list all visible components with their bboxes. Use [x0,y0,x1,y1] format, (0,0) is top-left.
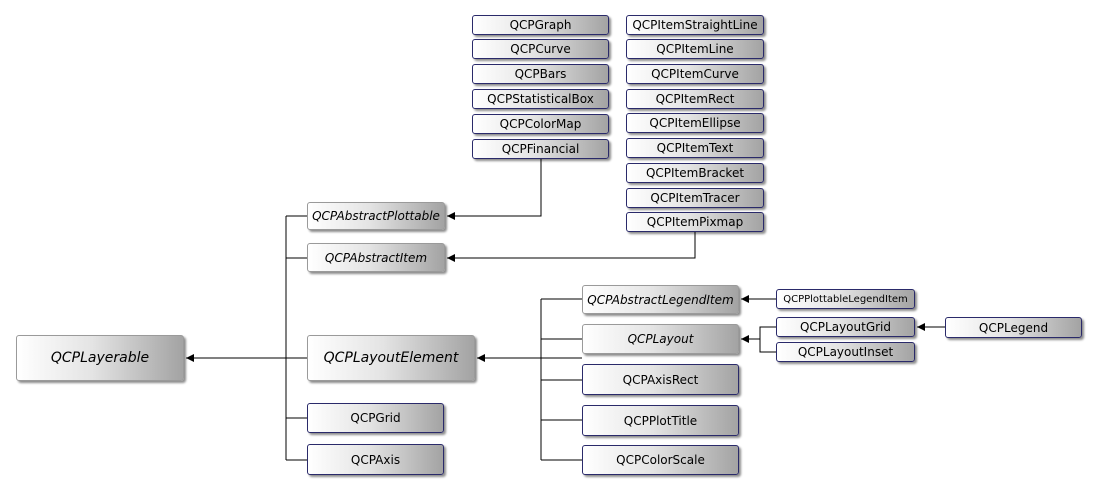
node-qcpcurve[interactable]: QCPCurve [472,39,609,59]
node-qcpgrid[interactable]: QCPGrid [307,403,444,433]
node-qcplayoutelement[interactable]: QCPLayoutElement [307,335,475,381]
node-qcpcolorscale[interactable]: QCPColorScale [582,445,739,475]
node-qcpitembracket[interactable]: QCPItemBracket [626,163,764,183]
node-qcpitemstraightline[interactable]: QCPItemStraightLine [626,15,764,35]
node-qcpabstractplottable[interactable]: QCPAbstractPlottable [307,202,445,230]
node-qcpitemtext[interactable]: QCPItemText [626,138,764,158]
node-qcpitempixmap[interactable]: QCPItemPixmap [626,212,764,232]
node-qcpitemcurve[interactable]: QCPItemCurve [626,64,764,84]
node-qcplegend[interactable]: QCPLegend [945,317,1082,338]
node-qcpitemtracer[interactable]: QCPItemTracer [626,188,764,208]
node-qcpstatisticalbox[interactable]: QCPStatisticalBox [472,89,609,109]
edge-items-to-abstractitem [447,232,696,262]
node-qcpgraph[interactable]: QCPGraph [472,15,609,35]
node-qcpitemline[interactable]: QCPItemLine [626,39,764,59]
node-qcpabstractitem[interactable]: QCPAbstractItem [307,243,445,272]
edge-plottables-to-abstractplottable [447,159,542,220]
node-qcpplottablelegenditem[interactable]: QCPPlottableLegendItem [776,289,915,309]
node-qcpplottitle[interactable]: QCPPlotTitle [582,405,739,436]
edge-layoutgrid-stub [759,326,776,353]
node-qcpabstractlegenditem[interactable]: QCPAbstractLegendItem [582,285,739,314]
node-qcpaxis[interactable]: QCPAxis [307,444,444,475]
node-qcplayout[interactable]: QCPLayout [582,324,739,354]
node-qcpbars[interactable]: QCPBars [472,64,609,84]
node-qcpaxisrect[interactable]: QCPAxisRect [582,364,739,395]
node-qcpfinancial[interactable]: QCPFinancial [472,139,609,159]
node-qcplayoutinset[interactable]: QCPLayoutInset [776,342,915,362]
node-qcplayoutgrid[interactable]: QCPLayoutGrid [776,317,915,337]
node-qcpcolormap[interactable]: QCPColorMap [472,114,609,134]
node-qcplayerable[interactable]: QCPLayerable [16,335,184,381]
node-qcpitemellipse[interactable]: QCPItemEllipse [626,113,764,133]
node-qcpitemrect[interactable]: QCPItemRect [626,89,764,109]
